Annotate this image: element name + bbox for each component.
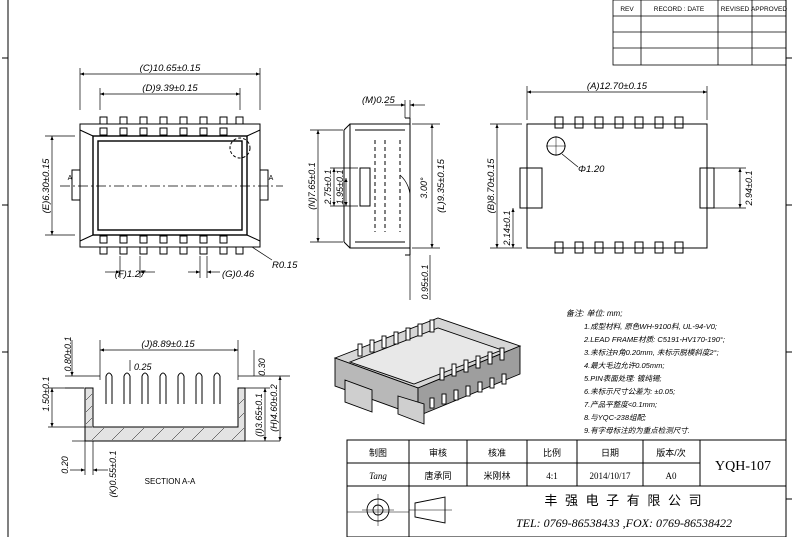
section-mark-left: A [68, 175, 73, 182]
dim-i: (I)3.65±0.1 [254, 393, 264, 436]
front-top-pins [99, 116, 244, 136]
bottom-top-pins [554, 116, 684, 129]
hole-diameter: Φ1.20 [578, 164, 605, 175]
notes: 备注: 单位: mm; 1.成型材料, 原色WH-9100料, UL-94-V0… [566, 309, 725, 435]
dim-2-94: 2.94±0.1 [744, 171, 754, 207]
dim-a: (A)12.70±0.15 [587, 81, 648, 92]
dim-e: (E)6.30±0.15 [41, 158, 52, 214]
isometric-view [333, 317, 522, 425]
side-view: (M)0.25 (N)7.65±0.1 2.75±0.1 1.95±0.1 3.… [307, 95, 447, 300]
dim-m: (M)0.25 [362, 95, 395, 106]
value-approved-by: 米刚林 [483, 470, 510, 481]
dim-j: (J)8.89±0.15 [141, 339, 195, 350]
section-pins [105, 372, 221, 404]
dim-g: (G)0.46 [222, 269, 255, 280]
projection-symbol-icon [362, 494, 452, 526]
dim-l: (L)9.35±0.15 [436, 158, 447, 213]
note-5: 5.PIN表面处理: 镀纯锡; [584, 374, 662, 383]
dim-1-95: 1.95±0.1 [335, 170, 345, 205]
dim-0-80: 0.80±0.1 [63, 337, 73, 372]
front-view: A A (C)10.65±0.15 (D)9.39±0.15 (E)6.30±0… [41, 63, 298, 280]
note-7: 7.产品平整度<0.1mm; [584, 400, 657, 409]
rev-header: REV [620, 6, 634, 13]
value-drawn-by: Tang [369, 471, 387, 481]
record-date-header: RECORD : DATE [654, 6, 705, 13]
note-6: 6.未标示尺寸公差为: ±0.05; [584, 387, 675, 396]
header-version: 版本/次 [656, 447, 686, 458]
dim-f: (F)1.27 [115, 269, 146, 280]
header-checked-by: 审核 [429, 447, 447, 458]
revision-table: REV RECORD : DATE REVISED APPROVED [612, 0, 787, 66]
dim-n: (N)7.65±0.1 [307, 162, 317, 209]
title-block: 制图 审核 核准 比例 日期 版本/次 Tang 唐承同 米刚林 4:1 201… [346, 439, 787, 537]
company-contact: TEL: 0769-86538433 ,FOX: 0769-86538422 [516, 516, 732, 530]
dim-0-95: 0.95±0.1 [420, 265, 430, 300]
header-approved-by: 核准 [488, 447, 506, 458]
dim-0-25: 0.25 [134, 362, 153, 372]
value-scale: 4:1 [546, 471, 558, 481]
dim-1-50: 1.50±0.1 [41, 377, 51, 412]
dim-k: (K)0.55±0.1 [108, 451, 118, 498]
revised-header: REVISED [721, 6, 750, 13]
dim-2-14: 2.14±0.1 [502, 211, 512, 247]
dim-b: (B)8.70±0.15 [486, 158, 497, 214]
note-4: 4.最大毛边允许0.05mm; [584, 361, 664, 370]
company-name: 丰 强 电 子 有 限 公 司 [544, 493, 703, 508]
front-bottom-pins [99, 235, 244, 255]
approved-header: APPROVED [751, 6, 787, 13]
dim-h: (H)4.60±0.2 [269, 384, 279, 431]
header-date: 日期 [601, 448, 619, 458]
note-2: 2.LEAD FRAME材质: C5191-HV170-190°; [583, 335, 725, 344]
bottom-view: (A)12.70±0.15 (B)8.70±0.15 Φ1.20 2.14±0.… [486, 81, 754, 254]
value-version: A0 [666, 471, 677, 481]
note-1: 1.成型材料, 原色WH-9100料, UL-94-V0; [584, 322, 717, 331]
header-drawn-by: 制图 [369, 447, 387, 458]
radius: R0.15 [272, 260, 298, 271]
notes-header: 备注: 单位: mm; [566, 309, 622, 318]
note-8: 8.与YQC-238组配; [584, 413, 646, 422]
note-3: 3.未标注R角0.20mm, 未标示脱模斜度2°; [584, 348, 719, 357]
section-view: (J)8.89±0.15 0.80±0.1 0.25 0.30 1.50±0.1… [41, 337, 290, 498]
dim-0-20: 0.20 [60, 456, 70, 474]
dim-c: (C)10.65±0.15 [140, 63, 201, 74]
bottom-bottom-pins [554, 241, 684, 254]
value-checked-by: 唐承同 [424, 470, 451, 481]
note-9: 9.有字母标注的为重点检测尺寸. [584, 426, 690, 435]
section-title: SECTION A-A [145, 477, 196, 486]
value-date: 2014/10/17 [589, 471, 631, 481]
part-number: YQH-107 [715, 459, 771, 474]
dim-2-75: 2.75±0.1 [323, 170, 333, 206]
dim-0-30: 0.30 [257, 358, 267, 376]
angle: 3.00° [419, 177, 429, 199]
header-scale: 比例 [543, 447, 561, 458]
section-mark-right: A [269, 175, 274, 182]
dim-d: (D)9.39±0.15 [142, 83, 198, 94]
